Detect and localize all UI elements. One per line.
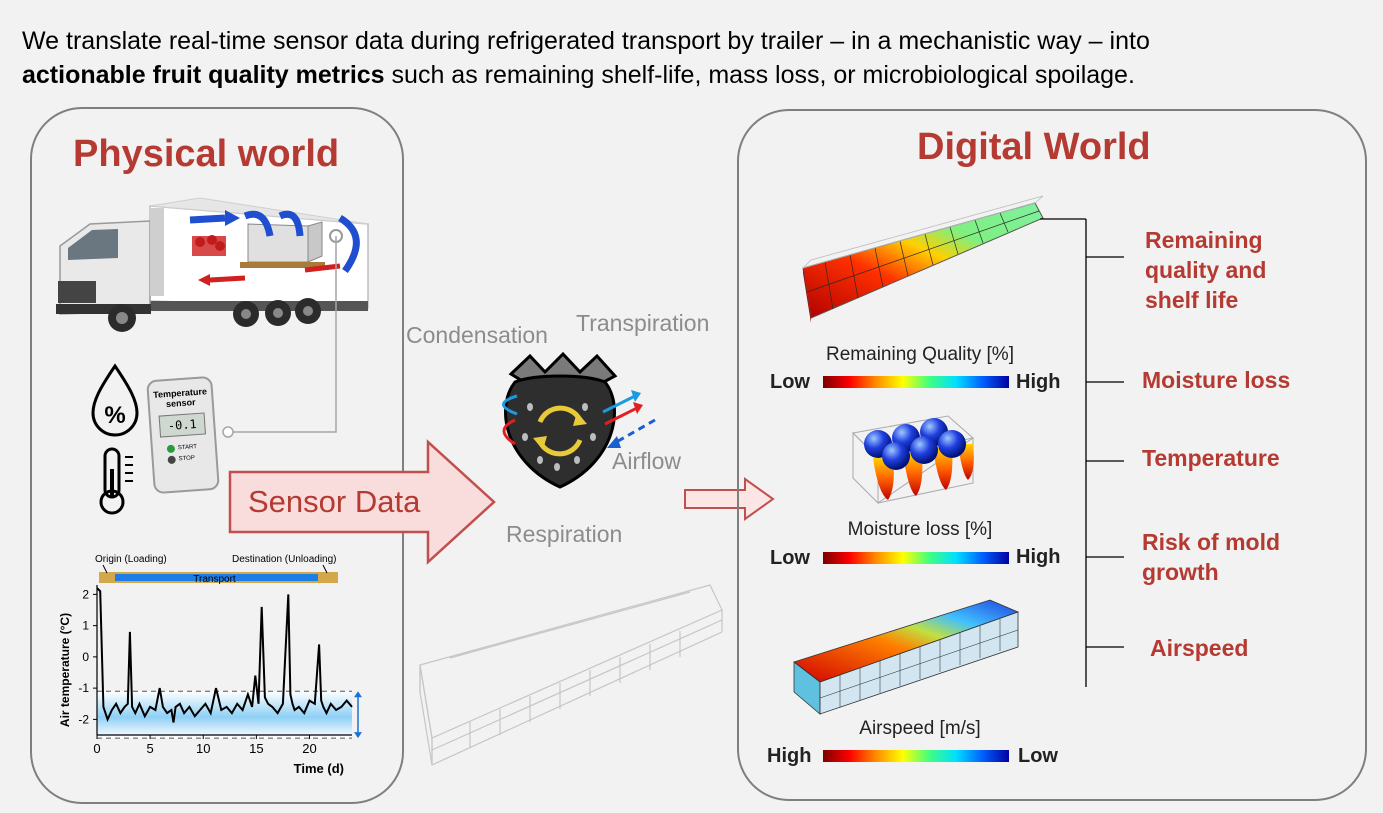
headline-bold: actionable fruit quality metrics bbox=[22, 61, 385, 89]
x-axis-label: Time (d) bbox=[294, 761, 344, 776]
target-temperature-band bbox=[97, 691, 352, 739]
y-tick-label: -1 bbox=[78, 681, 89, 695]
remaining-quality-model bbox=[801, 195, 1044, 323]
legend-quality-colorbar bbox=[823, 376, 1009, 388]
metric-temperature: Temperature bbox=[1142, 445, 1280, 471]
headline: We translate real-time sensor data durin… bbox=[22, 24, 1367, 92]
destination-label: Destination (Unloading) bbox=[232, 554, 337, 565]
origin-label: Origin (Loading) bbox=[95, 554, 167, 565]
y-tick-label: 1 bbox=[82, 619, 89, 633]
sensor-data-arrow bbox=[228, 439, 496, 565]
digital-world-panel bbox=[737, 109, 1367, 801]
sensor-start-label: START bbox=[177, 444, 198, 452]
legend-quality-low: Low bbox=[770, 371, 810, 393]
legend-airspeed-colorbar bbox=[823, 750, 1009, 762]
physical-world-title: Physical world bbox=[73, 133, 340, 175]
strawberry-icon bbox=[502, 351, 656, 489]
x-tick-label: 0 bbox=[93, 741, 100, 756]
x-tick-label: 10 bbox=[196, 741, 210, 756]
headline-rest: such as remaining shelf-life, mass loss,… bbox=[384, 61, 1135, 89]
x-tick-label: 15 bbox=[249, 741, 263, 756]
physical-world-panel bbox=[30, 107, 404, 804]
sensor-device-display: -0.1 bbox=[158, 412, 207, 438]
thermometer-icon bbox=[99, 447, 133, 515]
digital-world-title: Digital World bbox=[917, 126, 1151, 168]
svg-text:%: % bbox=[104, 402, 125, 429]
legend-moisture-colorbar bbox=[823, 552, 1009, 564]
x-tick-label: 20 bbox=[302, 741, 316, 756]
y-tick-label: 2 bbox=[82, 587, 89, 601]
sensor-data-label: Sensor Data bbox=[248, 484, 421, 519]
legend-title-moisture: Moisture loss [%] bbox=[847, 519, 993, 540]
transport-label: Transport bbox=[193, 574, 236, 585]
sensor-stop-label: STOP bbox=[178, 455, 196, 463]
metric-mold-risk: Risk of mold growth bbox=[1142, 529, 1281, 585]
condensation-label: Condensation bbox=[406, 322, 548, 348]
y-axis-label: Air temperature (°C) bbox=[58, 613, 72, 727]
airflow-label: Airflow bbox=[612, 448, 682, 474]
metric-remaining-quality: Remaining quality and shelf life bbox=[1145, 227, 1267, 313]
y-tick-label: -2 bbox=[78, 712, 89, 726]
sensor-connector-line bbox=[222, 236, 337, 438]
band-range-arrow-top bbox=[354, 691, 362, 698]
air-temperature-chart: Transport Origin (Loading) Destination (Un… bbox=[58, 554, 362, 776]
headline-line1: We translate real-time sensor data durin… bbox=[22, 27, 1150, 55]
temperature-sensor-device: Temperature sensor -0.1 START STOP bbox=[146, 375, 220, 495]
trailer-wireframe-model bbox=[419, 584, 723, 766]
legend-title-airspeed: Airspeed [m/s] bbox=[859, 718, 981, 739]
air-temperature-line bbox=[96, 587, 353, 723]
metrics-bracket bbox=[1040, 218, 1124, 687]
transpiration-label: Transpiration bbox=[576, 310, 710, 336]
x-tick-label: 5 bbox=[147, 741, 154, 756]
humidity-icon: % bbox=[91, 363, 139, 437]
moisture-loss-model bbox=[851, 415, 975, 505]
refrigerated-truck-illustration bbox=[56, 197, 369, 332]
legend-moisture-low: Low bbox=[770, 547, 810, 569]
legend-moisture-high: High bbox=[1016, 546, 1061, 568]
origin-pointer bbox=[102, 564, 108, 574]
hollow-arrow-to-digital bbox=[684, 477, 775, 521]
airspeed-model bbox=[793, 599, 1020, 715]
destination-pointer bbox=[322, 564, 328, 574]
respiration-label: Respiration bbox=[506, 521, 623, 547]
legend-airspeed-low: Low bbox=[1018, 745, 1058, 767]
metric-airspeed: Airspeed bbox=[1150, 635, 1249, 661]
band-range-arrow-bottom bbox=[354, 732, 362, 739]
legend-airspeed-high: High bbox=[767, 745, 812, 767]
metric-moisture-loss: Moisture loss bbox=[1142, 367, 1291, 393]
transport-phase-bar bbox=[115, 574, 318, 581]
y-tick-label: 0 bbox=[82, 650, 89, 664]
legend-quality-high: High bbox=[1016, 371, 1061, 393]
legend-title-quality: Remaining Quality [%] bbox=[826, 344, 1014, 365]
